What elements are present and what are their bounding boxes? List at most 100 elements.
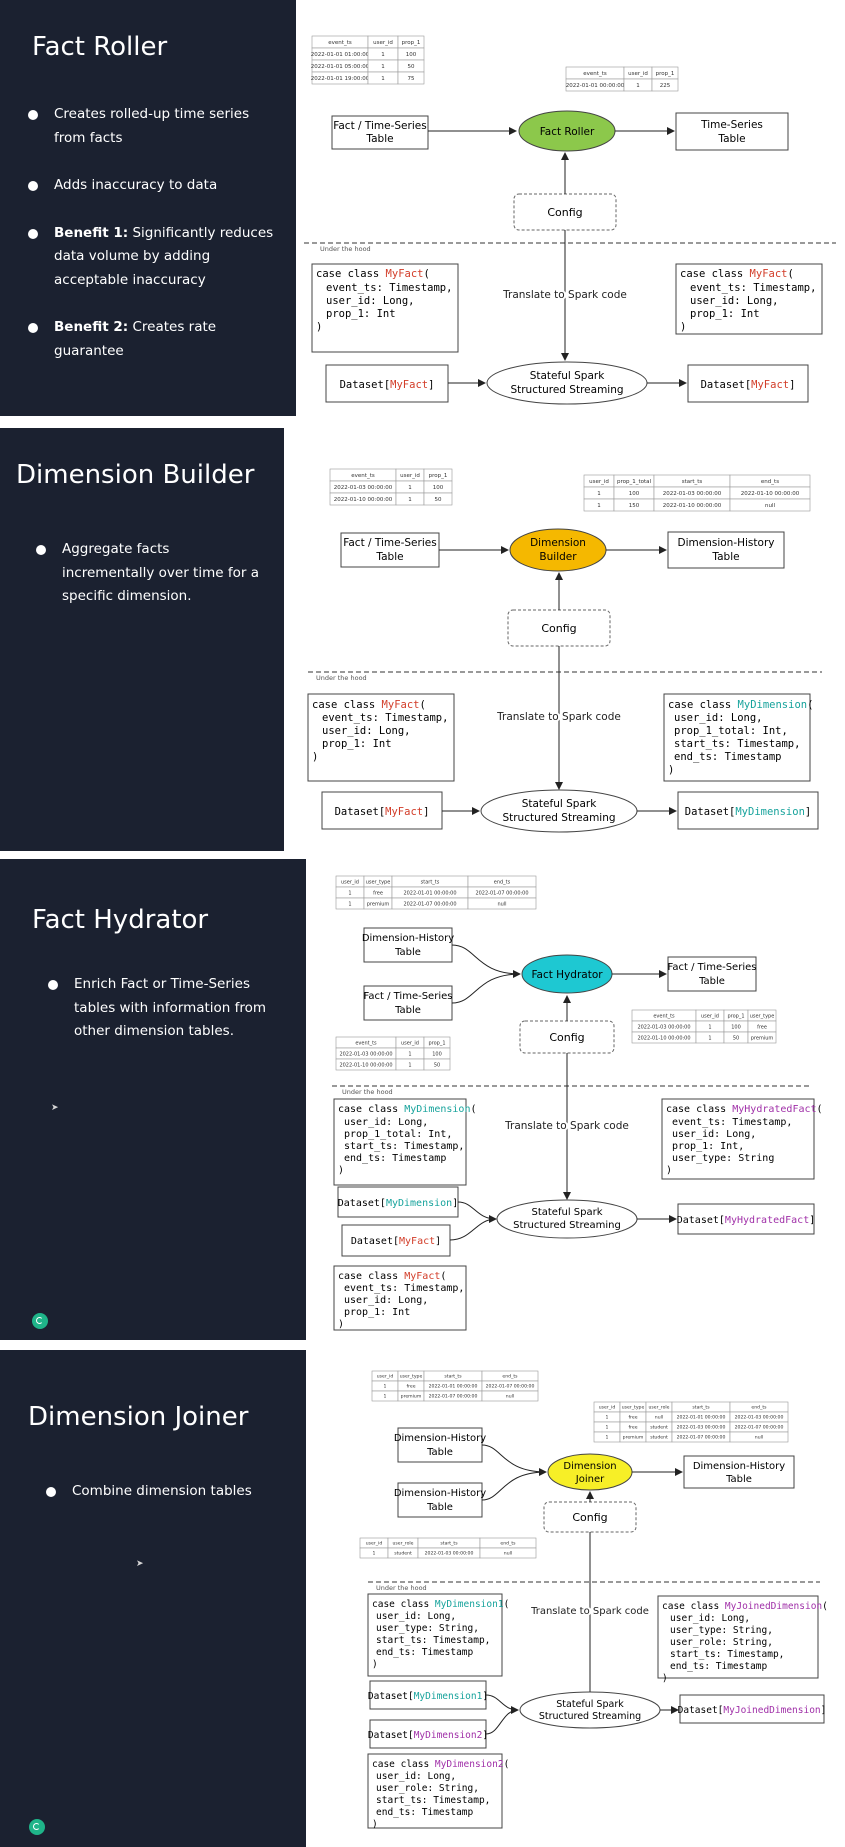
table-cell	[729, 1431, 789, 1443]
bullet-item: Creates rolled-up time series from facts	[28, 103, 280, 150]
dataset-label: Dataset[MyDimension2]	[368, 1730, 488, 1741]
table-cell-text: 2022-01-03 00:00:00	[637, 1024, 690, 1030]
table-cell-text: null	[765, 503, 775, 509]
code-text: case class MyDimension2( user_id: Long, …	[372, 1759, 515, 1830]
table-cell	[423, 1058, 451, 1071]
table-cell-text: 225	[660, 83, 671, 89]
translate-label: Translate to Spark code	[496, 711, 621, 723]
streaming-node	[480, 789, 638, 833]
table-cell-text: student	[650, 1435, 668, 1441]
table-cell-text: null	[755, 1435, 763, 1441]
table-cell-text: 50	[435, 497, 442, 503]
under-hood-label: Under the hood	[316, 674, 367, 682]
table-header-text: end_ts	[494, 879, 511, 885]
dataset-label: Dataset[MyDimension]	[685, 806, 811, 818]
grammarly-icon[interactable]	[29, 1819, 45, 1835]
table-cell-text: 2022-01-07 00:00:00	[486, 1384, 535, 1390]
table-cell-text: null	[506, 1394, 514, 1400]
bullet-item: Aggregate facts incrementally over time …	[36, 538, 264, 609]
table-cell-text: free	[628, 1425, 637, 1431]
dimension-history-label: Table	[725, 1474, 752, 1485]
fact-table-label: Fact / Time-Series	[364, 991, 453, 1002]
table-cell-text: premium	[401, 1394, 422, 1400]
table-cell-text: 2022-01-03 00:00:00	[677, 1425, 726, 1431]
table-cell-text: 100	[629, 491, 640, 497]
slide-sidebar: Fact Roller Creates rolled-up time serie…	[0, 0, 296, 416]
dataset-box	[341, 1224, 451, 1257]
table-cell	[397, 71, 425, 85]
slide-fact-roller: Fact Roller Creates rolled-up time serie…	[0, 0, 845, 416]
code-text: case class MyFact( event_ts: Timestamp, …	[316, 268, 459, 333]
table-cell-text: null	[497, 901, 506, 907]
table-header-text: user_role	[648, 1405, 669, 1411]
dimension-joiner-label: Joiner	[575, 1474, 605, 1485]
time-series-label: Time-Series	[700, 119, 763, 131]
table-cell-text: 50	[733, 1035, 739, 1041]
code-text: case class MyFact( event_ts: Timestamp, …	[338, 1271, 470, 1330]
table-cell	[479, 1547, 537, 1559]
table-header-text: user_type	[622, 1405, 645, 1411]
dataset-label: Dataset[MyFact]	[701, 379, 796, 391]
arrow	[481, 1444, 547, 1476]
table-cell-text: 1	[597, 503, 601, 509]
code-text: case class MyDimension( user_id: Long, p…	[338, 1104, 483, 1176]
table-cell-text: 100	[406, 52, 417, 58]
bullet-list: Aggregate facts incrementally over time …	[36, 538, 264, 609]
fact-table-label: Fact / Time-Series	[343, 537, 436, 549]
bullet-list: Creates rolled-up time series from facts…	[28, 103, 280, 363]
fact-table-label: Table	[698, 976, 725, 987]
fact-table-label: Fact / Time-Series	[668, 962, 757, 973]
dimension-history-box	[683, 1455, 795, 1489]
table-header-text: user_id	[377, 1374, 394, 1380]
streaming-label: Structured Streaming	[539, 1711, 641, 1722]
table-header-text: event_ts	[355, 1040, 377, 1046]
table-cell-text: null	[504, 1551, 512, 1557]
fact-table-box	[340, 532, 440, 568]
streaming-label: Stateful Spark	[531, 1207, 602, 1218]
table-header-text: start_ts	[692, 1405, 710, 1411]
code-text: case class MyHydratedFact( event_ts: Tim…	[666, 1104, 829, 1176]
table-cell-text: 2022-01-03 00:00:00	[663, 491, 722, 497]
table-cell-text: 100	[731, 1024, 741, 1030]
streaming-label: Stateful Spark	[556, 1699, 624, 1710]
table-header-text: start_ts	[440, 1541, 458, 1547]
table-cell-text: premium	[751, 1035, 774, 1041]
table-cell-text: 2022-01-07 00:00:00	[475, 890, 528, 896]
arrow	[449, 1218, 497, 1241]
table-header-text: event_ts	[328, 40, 352, 46]
table-cell-text: premium	[623, 1435, 644, 1441]
fact-roller-label: Fact Roller	[540, 126, 595, 138]
dataset-label: Dataset[MyFact]	[335, 806, 430, 818]
streaming-label: Structured Streaming	[510, 384, 623, 396]
arrow	[451, 944, 521, 978]
fact-table-box	[667, 956, 757, 992]
table-header-text: end_ts	[502, 1374, 518, 1380]
time-series-label: Table	[717, 133, 745, 145]
config-label: Config	[549, 1031, 584, 1044]
code-text: case class MyFact( event_ts: Timestamp, …	[312, 699, 455, 763]
table-header-text: user_id	[401, 1040, 419, 1046]
slide-title: Fact Roller	[32, 32, 168, 62]
translate-label: Translate to Spark code	[504, 1120, 629, 1132]
table-cell-text: 75	[408, 76, 415, 82]
table-cell-text: 1	[606, 1415, 609, 1421]
table-header-text: prop_1	[429, 473, 448, 479]
dataset-label: Dataset[MyHydratedFact]	[677, 1215, 816, 1226]
table-header-text: user_id	[589, 479, 609, 485]
streaming-label: Stateful Spark	[522, 798, 597, 810]
table-cell-text: free	[757, 1024, 767, 1030]
table-header-text: user_type	[400, 1374, 423, 1380]
grammarly-icon[interactable]	[32, 1313, 48, 1329]
table-cell	[729, 498, 811, 512]
table-cell-text: 1	[408, 485, 412, 491]
table-cell	[651, 78, 679, 92]
bullet-list: Enrich Fact or Time-Series tables with i…	[48, 973, 278, 1044]
table-cell-text: 2022-01-01 01:00:00	[311, 52, 370, 58]
table-header-text: start_ts	[421, 879, 440, 885]
table-cell-text: 2022-01-10 00:00:00	[741, 491, 800, 497]
